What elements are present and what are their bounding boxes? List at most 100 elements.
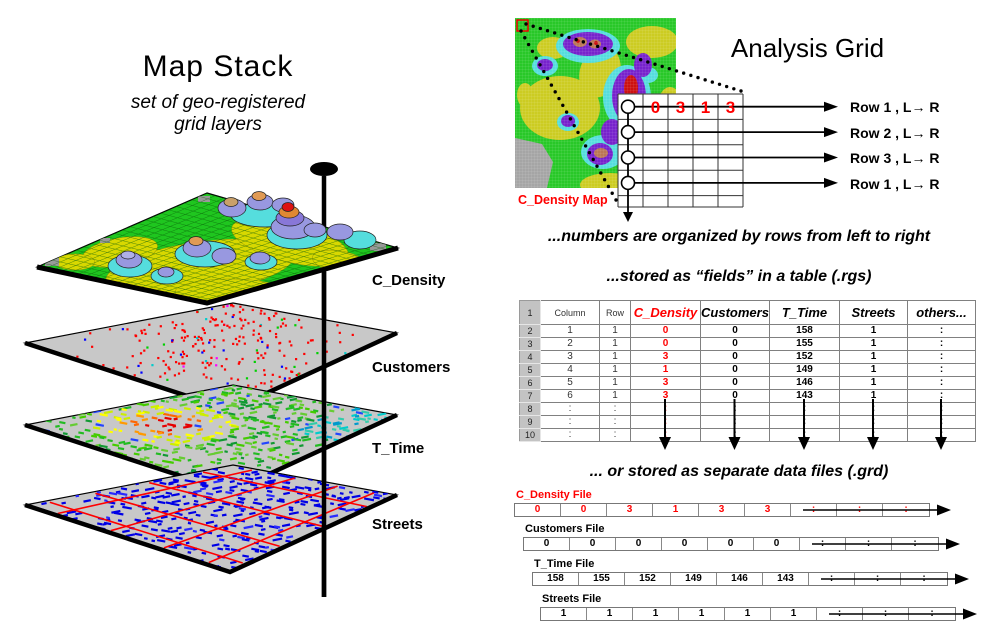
table-cell: 6 bbox=[519, 376, 541, 390]
file-cell: 1 bbox=[633, 608, 679, 620]
table-cell: 0 bbox=[700, 376, 770, 390]
row-arrow-label-1: Row 1 , L→ R bbox=[850, 99, 940, 115]
table-cell: 5 bbox=[540, 376, 600, 390]
table-cell: 1 bbox=[839, 389, 908, 403]
table-cell: : bbox=[769, 402, 840, 416]
file-cell: 146 bbox=[717, 573, 763, 585]
file-cell: : bbox=[817, 608, 863, 620]
statement-rows-order: ...numbers are organized by rows from le… bbox=[547, 228, 931, 245]
table-cell: : bbox=[769, 428, 840, 442]
table-cell: : bbox=[907, 376, 976, 390]
svg-text:1: 1 bbox=[701, 98, 710, 117]
table-cell: 146 bbox=[769, 376, 840, 390]
table-cell: : bbox=[630, 415, 701, 429]
analysis-grid-row-arrows bbox=[620, 99, 838, 222]
file-cell: 0 bbox=[561, 504, 607, 516]
table-cell: 1 bbox=[599, 363, 631, 377]
table-cell: 3 bbox=[630, 376, 701, 390]
table-cell: : bbox=[700, 415, 770, 429]
table-cell: 0 bbox=[700, 350, 770, 364]
table-cell: : bbox=[907, 363, 976, 377]
file-cell: : bbox=[863, 608, 909, 620]
table-cell: : bbox=[839, 402, 908, 416]
table-cell: 1 bbox=[839, 376, 908, 390]
layer-label-streets: Streets bbox=[372, 516, 423, 533]
table-cell: 1 bbox=[599, 337, 631, 351]
file-cell: : bbox=[791, 504, 837, 516]
table-cell: 1 bbox=[839, 363, 908, 377]
file-cell: 155 bbox=[579, 573, 625, 585]
table-cell: : bbox=[907, 337, 976, 351]
file-strip-label: T_Time File bbox=[534, 558, 595, 570]
layer-ttime-graphic bbox=[22, 384, 399, 495]
table-cell: 1 bbox=[540, 324, 600, 338]
layer-label-customers: Customers bbox=[372, 359, 451, 376]
file-cell: 152 bbox=[625, 573, 671, 585]
file-cell: : bbox=[855, 573, 901, 585]
svg-text:3: 3 bbox=[726, 98, 735, 117]
table-cell: others... bbox=[907, 300, 976, 325]
file-cell: 0 bbox=[662, 538, 708, 550]
table-cell: 2 bbox=[519, 324, 541, 338]
file-cell: 0 bbox=[616, 538, 662, 550]
table-cell: 3 bbox=[519, 337, 541, 351]
table-cell: : bbox=[599, 428, 631, 442]
table-cell: 0 bbox=[630, 324, 701, 338]
statement-table-storage: ...stored as “fields” in a table (.rgs) bbox=[606, 268, 872, 285]
file-cell: 149 bbox=[671, 573, 717, 585]
file-cell: : bbox=[913, 538, 917, 549]
table-cell: 1 bbox=[519, 300, 541, 325]
table-cell: 1 bbox=[599, 389, 631, 403]
pin-graphic bbox=[310, 162, 338, 597]
file-cell: 158 bbox=[533, 573, 579, 585]
file-cell: 3 bbox=[745, 504, 791, 516]
table-cell: : bbox=[599, 402, 631, 416]
row-arrow-label-4: Row 1 , L→ R bbox=[850, 176, 940, 192]
file-cell: 1 bbox=[541, 608, 587, 620]
map-stack-title: Map Stack bbox=[142, 50, 294, 83]
pin-head bbox=[310, 162, 338, 176]
table-cell: : bbox=[540, 415, 600, 429]
file-strip-label: Customers File bbox=[525, 523, 605, 535]
file-cell: 3 bbox=[607, 504, 653, 516]
table-cell: 8 bbox=[519, 402, 541, 416]
file-cell: 1 bbox=[725, 608, 771, 620]
svg-text:0: 0 bbox=[651, 98, 660, 117]
table-cell: : bbox=[700, 428, 770, 442]
table-cell: : bbox=[907, 389, 976, 403]
table-cell: : bbox=[907, 324, 976, 338]
table-cell: 0 bbox=[700, 324, 770, 338]
map-stack-subtitle-line1: set of geo-registered bbox=[130, 92, 306, 113]
table-cell: 6 bbox=[540, 389, 600, 403]
file-cell: 0 bbox=[515, 504, 561, 516]
cdensity-map-label: C_Density Map bbox=[518, 193, 608, 207]
table-cell: : bbox=[907, 428, 976, 442]
table-cell: Column bbox=[540, 300, 600, 325]
table-cell: : bbox=[540, 428, 600, 442]
table-cell: 0 bbox=[630, 337, 701, 351]
table-cell: : bbox=[907, 350, 976, 364]
file-cell: : bbox=[846, 538, 892, 550]
file-cell: 3 bbox=[699, 504, 745, 516]
table-cell: : bbox=[769, 415, 840, 429]
file-cell: 1 bbox=[653, 504, 699, 516]
file-cell: 0 bbox=[570, 538, 616, 550]
table-cell: 5 bbox=[519, 363, 541, 377]
table-cell: Customers bbox=[700, 300, 770, 325]
table-cell: 9 bbox=[519, 415, 541, 429]
table-cell: : bbox=[907, 415, 976, 429]
layer-label-ttime: T_Time bbox=[372, 440, 425, 457]
table-cell: 3 bbox=[630, 350, 701, 364]
table-cell: : bbox=[907, 402, 976, 416]
file-cell: : bbox=[809, 573, 855, 585]
file-cell: 143 bbox=[763, 573, 809, 585]
layer-streets-graphic bbox=[22, 464, 399, 575]
table-cell: 10 bbox=[519, 428, 541, 442]
table-cell: 2 bbox=[540, 337, 600, 351]
